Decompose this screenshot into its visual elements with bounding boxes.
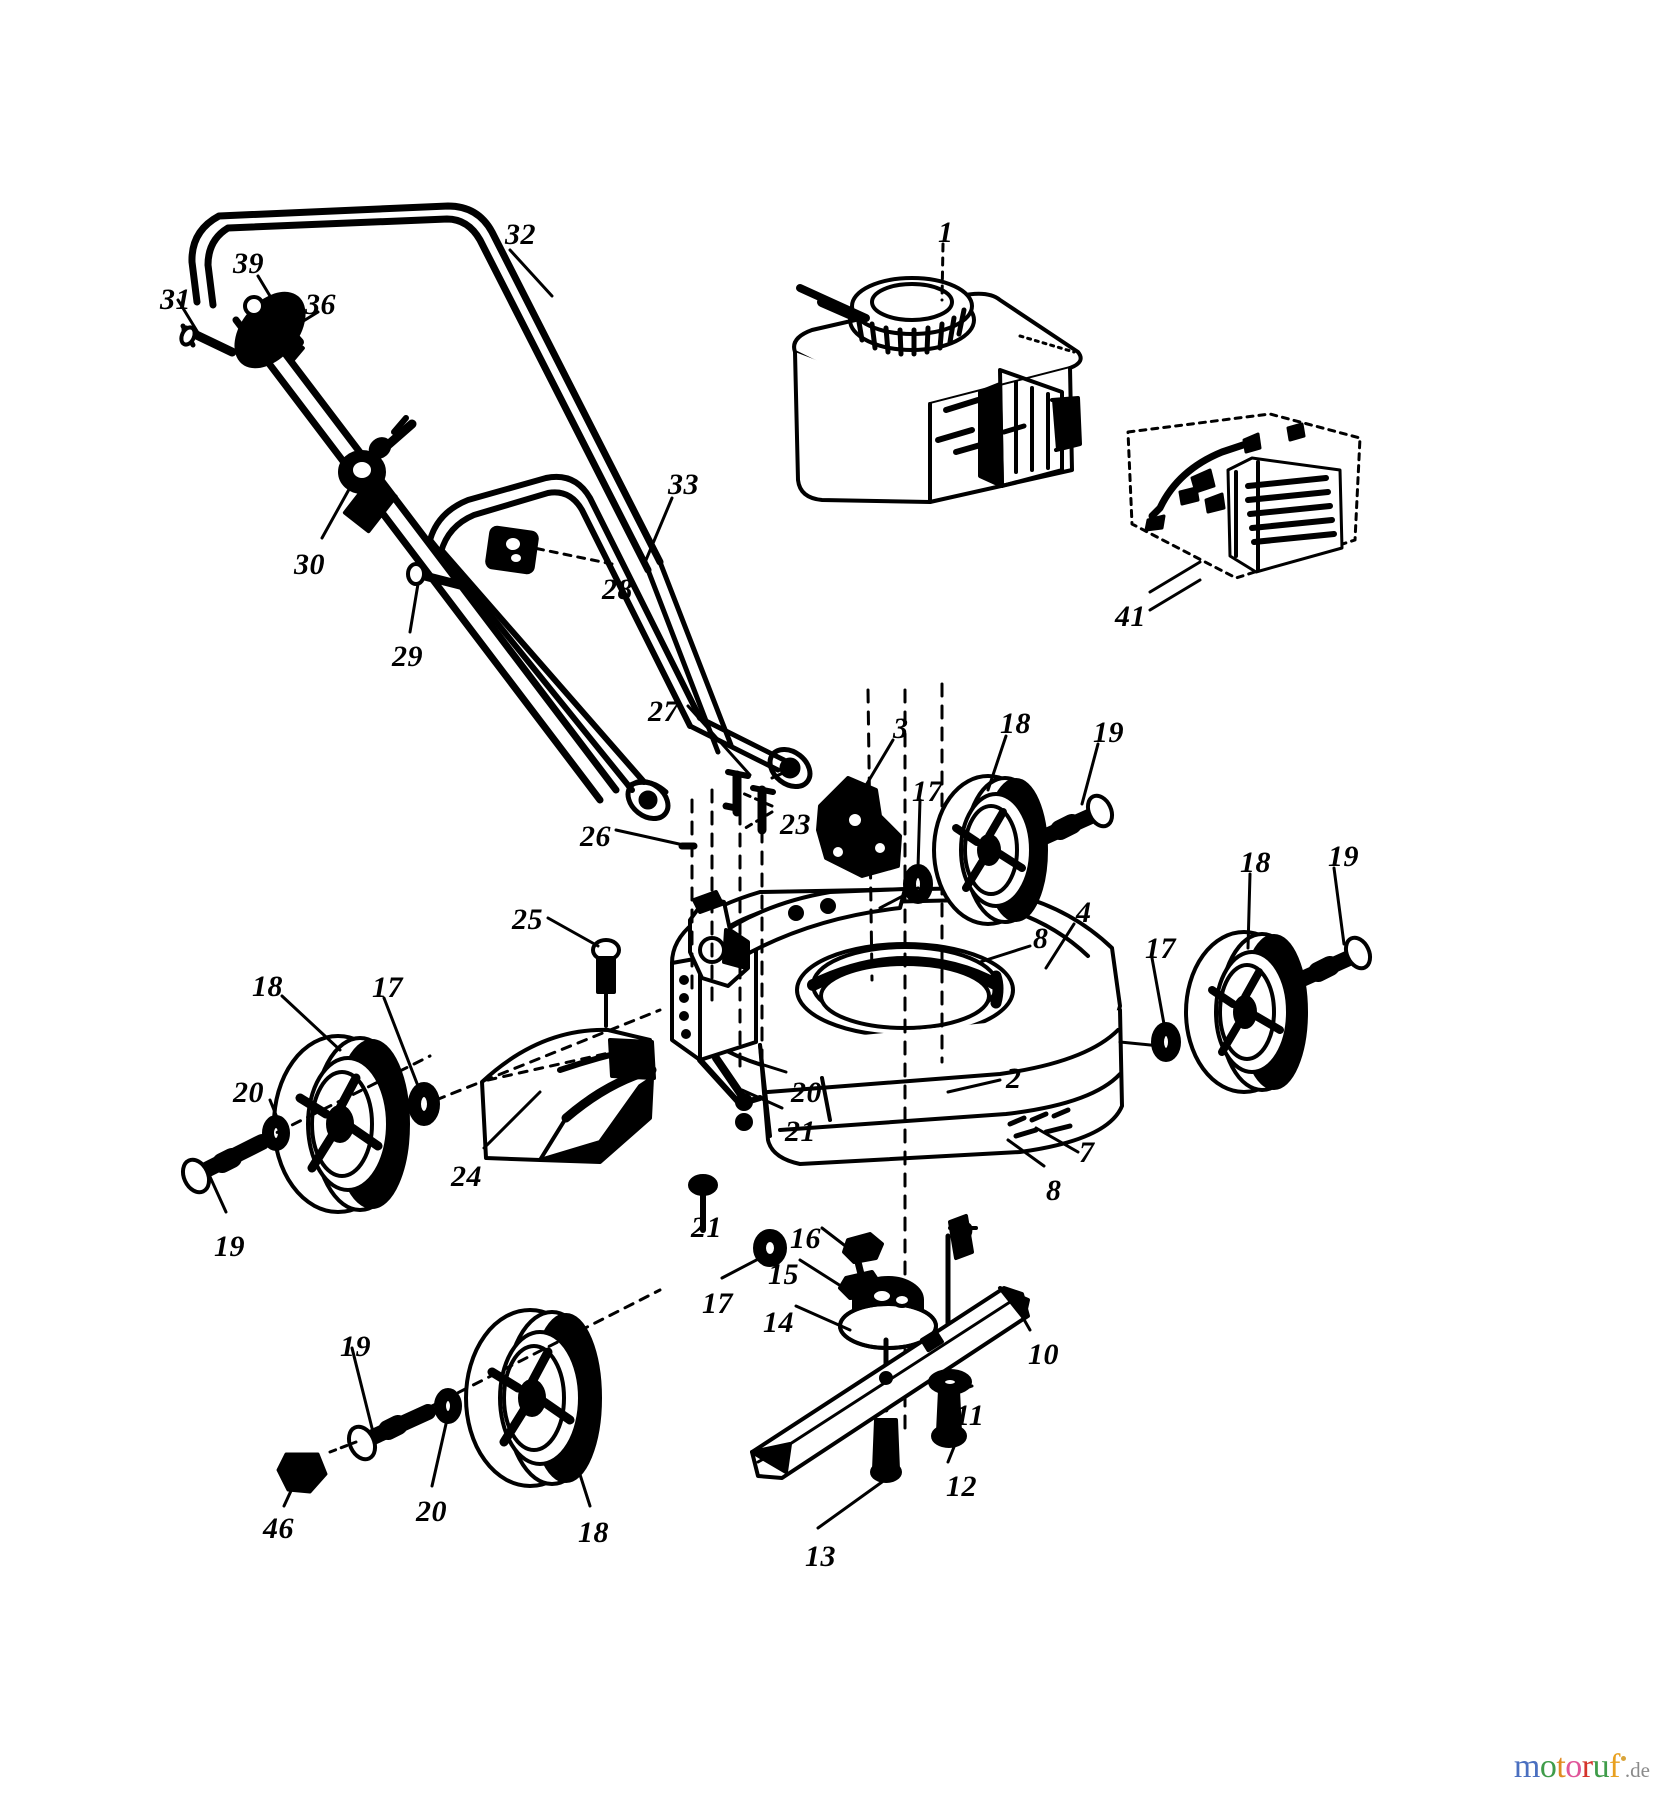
wm-letter-u: u [1592, 1748, 1610, 1785]
screw-21a [688, 1174, 718, 1233]
callout-1: 1 [938, 216, 954, 249]
callout-29: 29 [392, 640, 423, 673]
upper-handle-part [188, 202, 664, 574]
site-watermark: motoruf.de [1514, 1748, 1650, 1786]
wm-domain-suffix: .de [1624, 1758, 1650, 1782]
handle-knob-28 [485, 525, 539, 575]
leader-lines [176, 248, 1346, 1530]
callout-2: 2 [1006, 1062, 1022, 1095]
wm-letter-f: f [1609, 1748, 1620, 1785]
callout-21-a: 21 [785, 1115, 816, 1148]
callout-12: 12 [946, 1470, 977, 1503]
callout-28: 28 [602, 573, 633, 606]
callout-33: 33 [668, 468, 699, 501]
callout-26: 26 [580, 820, 611, 853]
callout-20-a: 20 [233, 1076, 264, 1109]
callout-9: 9 [958, 1216, 974, 1249]
wheel-left-upper [180, 1008, 662, 1214]
wm-letter-m: m [1513, 1748, 1540, 1785]
callout-23: 23 [780, 808, 811, 841]
callout-8-a: 8 [1033, 922, 1049, 955]
callout-20-b: 20 [791, 1076, 822, 1109]
callout-17-c: 17 [372, 971, 403, 1004]
callout-19-b: 19 [1328, 840, 1359, 873]
wm-letter-r: r [1581, 1748, 1593, 1785]
callout-14: 14 [763, 1306, 794, 1339]
callout-17-a: 17 [912, 775, 943, 808]
wm-letter-o2: o [1565, 1748, 1582, 1785]
wm-letter-o1: o [1539, 1748, 1557, 1785]
wheel-right-lower [1118, 930, 1373, 1094]
bracket-3 [816, 776, 902, 878]
callout-18-c: 18 [252, 970, 283, 1003]
callout-16: 16 [790, 1222, 821, 1255]
callout-32: 32 [505, 218, 536, 251]
handle-clamp-30 [338, 415, 417, 534]
engine-assembly [792, 276, 1083, 504]
callout-17-b: 17 [1145, 932, 1176, 965]
deflector-24 [480, 1027, 657, 1164]
callout-13: 13 [805, 1540, 836, 1573]
callout-41: 41 [1115, 600, 1146, 633]
wm-letter-t: t [1556, 1748, 1566, 1785]
callout-36: 36 [305, 288, 336, 321]
shroud-41 [1126, 412, 1362, 580]
callout-4: 4 [1076, 896, 1092, 929]
callout-19-c: 19 [214, 1230, 245, 1263]
bolt-25 [591, 938, 621, 1028]
callout-18-a: 18 [1000, 707, 1031, 740]
screw-31 [179, 323, 237, 357]
callout-17-d: 17 [702, 1287, 733, 1320]
callout-30: 30 [294, 548, 325, 581]
callout-27: 27 [648, 695, 679, 728]
callout-7: 7 [1079, 1136, 1095, 1169]
callout-18-d: 18 [578, 1516, 609, 1549]
mower-deck [670, 886, 1124, 1166]
callout-21-b: 21 [691, 1211, 722, 1244]
callout-19-d: 19 [340, 1330, 371, 1363]
callout-25: 25 [512, 903, 543, 936]
callout-3: 3 [893, 712, 909, 745]
callout-39: 39 [233, 247, 264, 280]
wm-accent-dot [1620, 1756, 1626, 1761]
callout-18-b: 18 [1240, 846, 1271, 879]
bracket-26 [688, 890, 750, 988]
wheel-right-upper [878, 774, 1115, 926]
wheel-left-lower [276, 1288, 662, 1494]
callout-8-b: 8 [1046, 1174, 1062, 1207]
bolt-29 [406, 562, 465, 590]
callout-31: 31 [160, 283, 191, 316]
callout-15: 15 [768, 1258, 799, 1291]
callout-20-c: 20 [416, 1495, 447, 1528]
callout-11: 11 [955, 1399, 985, 1432]
callout-24: 24 [451, 1160, 482, 1193]
callout-46: 46 [263, 1512, 294, 1545]
callout-10: 10 [1028, 1338, 1059, 1371]
callout-19-a: 19 [1093, 716, 1124, 749]
